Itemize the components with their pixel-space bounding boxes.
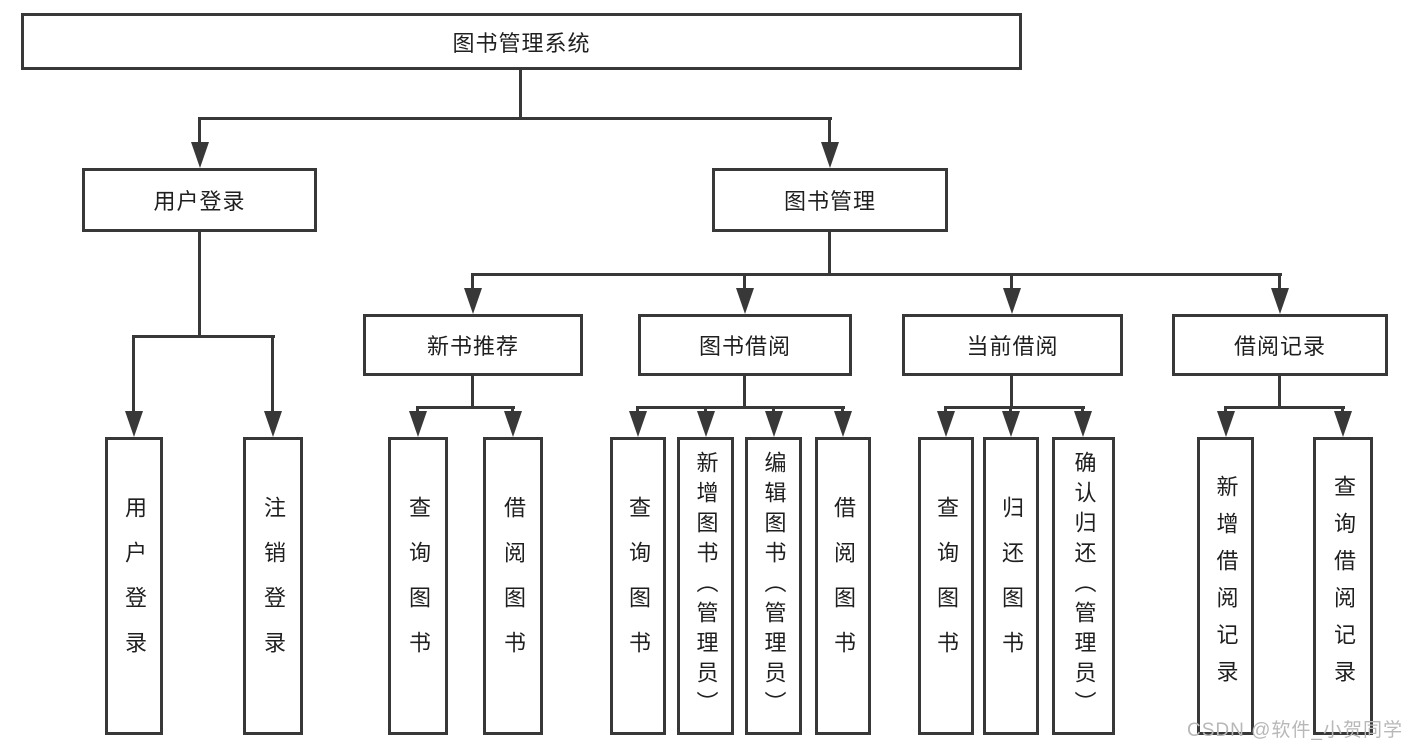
node-book-management-label: 图书管理 xyxy=(783,189,876,214)
leaf-bb-query-books-label: 查询图书 xyxy=(626,496,651,676)
connector-hline xyxy=(944,406,1085,409)
arrow-stub xyxy=(1278,273,1281,292)
arrow-down-icon xyxy=(736,288,754,314)
leaf-user-login-label: 用户登录 xyxy=(122,496,147,676)
arrow-down-icon xyxy=(504,411,522,437)
arrow-down-icon xyxy=(1217,411,1235,437)
arrow-stub xyxy=(1224,406,1227,415)
leaf-bb-add-books-admin: 新增图书（管理员） xyxy=(677,437,734,735)
arrow-down-icon xyxy=(765,411,783,437)
connector-vline xyxy=(198,232,201,335)
connector-vline xyxy=(519,70,522,117)
connector-vline xyxy=(1278,376,1281,406)
arrow-stub xyxy=(841,406,844,415)
arrow-down-icon xyxy=(125,411,143,437)
connector-hline xyxy=(636,406,845,409)
connector-vline xyxy=(471,376,474,406)
leaf-cb-confirm-return-admin: 确认归还（管理员） xyxy=(1052,437,1115,735)
arrow-down-icon xyxy=(1003,288,1021,314)
leaf-cb-query-books-label: 查询图书 xyxy=(934,496,959,676)
arrow-stub xyxy=(828,117,831,145)
arrow-stub xyxy=(944,406,947,415)
arrow-down-icon xyxy=(409,411,427,437)
node-root-label: 图书管理系统 xyxy=(452,30,591,56)
leaf-bb-borrow-books-label: 借阅图书 xyxy=(831,496,856,676)
leaf-nb-borrow-books-label: 借阅图书 xyxy=(501,496,526,676)
arrow-stub xyxy=(271,335,274,413)
leaf-nb-query-books-label: 查询图书 xyxy=(406,496,431,676)
arrow-stub xyxy=(416,406,419,415)
node-current-borrow: 当前借阅 xyxy=(902,314,1123,376)
node-current-borrow-label: 当前借阅 xyxy=(966,334,1059,359)
node-user-login-label: 用户登录 xyxy=(153,189,246,214)
connector-hline xyxy=(198,117,832,120)
node-book-borrow: 图书借阅 xyxy=(638,314,852,376)
leaf-br-query-record: 查询借阅记录 xyxy=(1313,437,1373,735)
leaf-logout: 注销登录 xyxy=(243,437,303,735)
arrow-down-icon xyxy=(821,142,839,168)
leaf-nb-borrow-books: 借阅图书 xyxy=(483,437,543,735)
arrow-stub xyxy=(511,406,514,415)
leaf-nb-query-books: 查询图书 xyxy=(388,437,448,735)
connector-vline xyxy=(743,376,746,406)
arrow-down-icon xyxy=(697,411,715,437)
connector-vline xyxy=(828,232,831,273)
leaf-br-add-record: 新增借阅记录 xyxy=(1197,437,1254,735)
arrow-down-icon xyxy=(1074,411,1092,437)
node-new-book-recommend: 新书推荐 xyxy=(363,314,583,376)
node-new-book-recommend-label: 新书推荐 xyxy=(426,334,519,359)
watermark: CSDN @软件_小贺同学 xyxy=(1187,720,1403,741)
arrow-down-icon xyxy=(464,288,482,314)
leaf-bb-query-books: 查询图书 xyxy=(610,437,666,735)
connector-hline xyxy=(1224,406,1345,409)
connector-hline xyxy=(416,406,515,409)
arrow-stub xyxy=(704,406,707,415)
node-root: 图书管理系统 xyxy=(21,13,1022,70)
connector-hline xyxy=(473,273,1282,276)
leaf-cb-return-books-label: 归还图书 xyxy=(999,496,1024,676)
leaf-cb-confirm-return-admin-label: 确认归还（管理员） xyxy=(1071,451,1097,721)
leaf-user-login: 用户登录 xyxy=(105,437,163,735)
arrow-down-icon xyxy=(264,411,282,437)
node-borrow-records-label: 借阅记录 xyxy=(1233,334,1326,359)
connector-hline xyxy=(133,335,275,338)
leaf-bb-add-books-admin-label: 新增图书（管理员） xyxy=(693,451,719,721)
arrow-down-icon xyxy=(1002,411,1020,437)
arrow-stub xyxy=(636,406,639,415)
arrow-stub xyxy=(132,335,135,413)
arrow-stub xyxy=(471,273,474,292)
leaf-cb-return-books: 归还图书 xyxy=(983,437,1039,735)
arrow-down-icon xyxy=(191,142,209,168)
arrow-stub xyxy=(1010,273,1013,292)
node-borrow-records: 借阅记录 xyxy=(1172,314,1388,376)
leaf-logout-label: 注销登录 xyxy=(261,496,286,676)
arrow-down-icon xyxy=(1334,411,1352,437)
arrow-stub xyxy=(198,117,201,145)
leaf-bb-borrow-books: 借阅图书 xyxy=(815,437,871,735)
leaf-br-add-record-label: 新增借阅记录 xyxy=(1213,475,1239,697)
arrow-stub xyxy=(1081,406,1084,415)
node-book-management: 图书管理 xyxy=(712,168,948,232)
leaf-bb-edit-books-admin: 编辑图书（管理员） xyxy=(745,437,802,735)
leaf-bb-edit-books-admin-label: 编辑图书（管理员） xyxy=(761,451,787,721)
arrow-down-icon xyxy=(937,411,955,437)
arrow-stub xyxy=(1341,406,1344,415)
node-user-login: 用户登录 xyxy=(82,168,317,232)
leaf-cb-query-books: 查询图书 xyxy=(918,437,974,735)
leaf-br-query-record-label: 查询借阅记录 xyxy=(1331,475,1356,697)
arrow-down-icon xyxy=(1271,288,1289,314)
arrow-down-icon xyxy=(834,411,852,437)
arrow-stub xyxy=(1009,406,1012,415)
arrow-stub xyxy=(772,406,775,415)
connector-vline xyxy=(1010,376,1013,406)
arrow-stub xyxy=(743,273,746,292)
node-book-borrow-label: 图书借阅 xyxy=(698,334,791,359)
arrow-down-icon xyxy=(629,411,647,437)
